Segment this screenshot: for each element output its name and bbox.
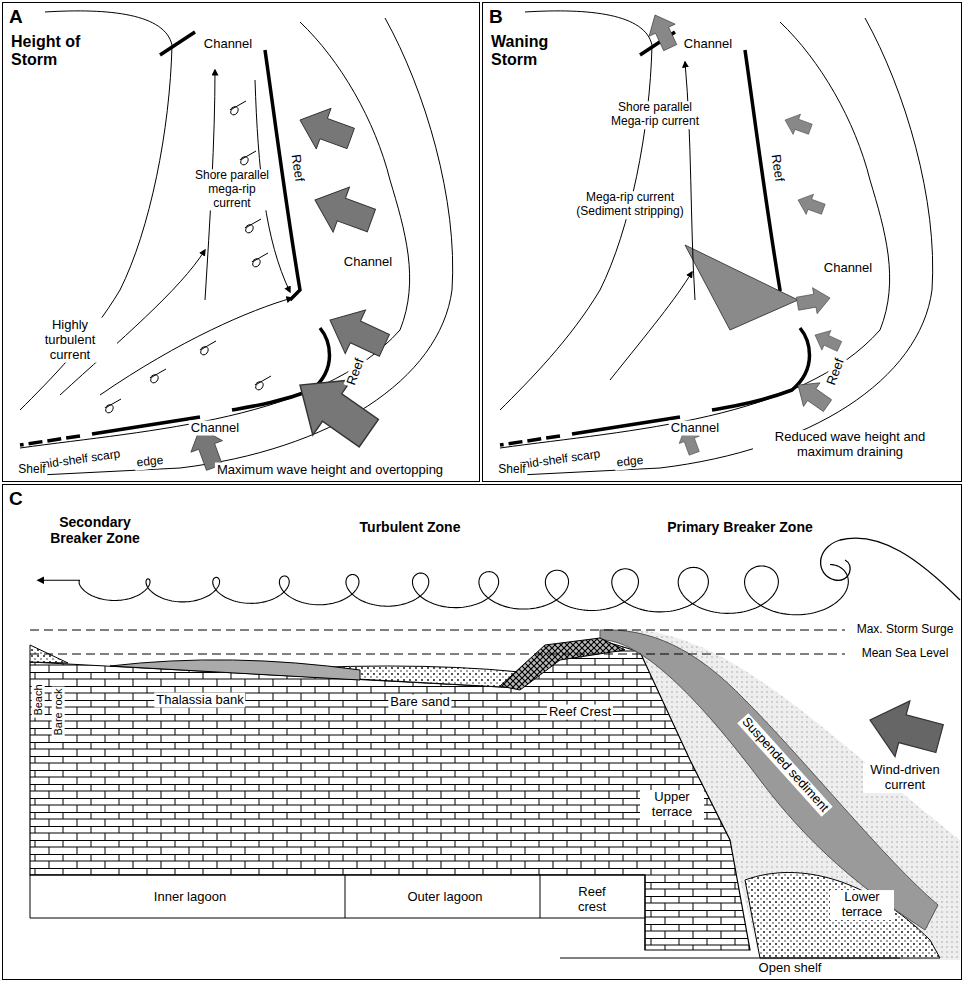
part-label: Turbulent Zone: [358, 519, 463, 535]
part-label: Max. Storm Surge: [855, 623, 956, 637]
part-label: Secondary Breaker Zone: [38, 514, 152, 546]
panel-a-map: [20, 11, 453, 476]
part-label: Reef: [287, 151, 306, 184]
part-label: Mean Sea Level: [860, 647, 951, 661]
part-label: Channel: [822, 261, 874, 276]
part-label: Reef crest: [565, 885, 619, 915]
panel-title: Height of Storm: [11, 33, 83, 70]
part-label: Highly turbulent current: [23, 318, 117, 363]
part-label: Bare rock: [52, 686, 65, 737]
part-label: Reef: [824, 355, 849, 390]
part-label: Suspended sediment: [737, 713, 833, 817]
part-label: Maximum wave height and overtopping: [215, 463, 445, 478]
part-label: Reef Crest: [547, 705, 613, 720]
panel-letter: A: [9, 6, 23, 28]
wave-loops: [38, 565, 848, 615]
part-label: Open shelf: [757, 961, 824, 976]
part-label: Wind-driven current: [863, 763, 947, 793]
part-label: mid-shelf scarp: [517, 447, 603, 473]
panel-c-section: [30, 538, 960, 960]
part-label: Reef: [344, 355, 369, 390]
panel-letter: B: [489, 6, 503, 28]
part-label: Mega-rip current (Sediment stripping): [572, 191, 688, 219]
part-label: Primary Breaker Zone: [665, 519, 815, 535]
panel-frame: C: [2, 484, 962, 980]
part-label: Channel: [202, 37, 254, 52]
panel-title: Waning Storm: [491, 33, 563, 70]
part-label: Channel: [342, 255, 394, 270]
part-label: Channel: [682, 37, 734, 52]
panel-frame: A Height of Storm: [2, 2, 480, 482]
part-label: Shore parallel Mega-rip current: [603, 101, 707, 129]
part-label: edge: [614, 454, 646, 471]
part-label: Reef: [767, 151, 786, 184]
part-label: Shelf: [16, 463, 47, 477]
part-label: Channel: [669, 421, 721, 436]
panel-frame: B Waning Storm: [482, 2, 962, 482]
part-label: Inner lagoon: [152, 890, 228, 905]
part-label: Thalassia bank: [154, 693, 245, 708]
part-label: Bare sand: [388, 695, 451, 710]
part-label: mid-shelf scarp: [37, 447, 123, 473]
part-label: Reduced wave height and maximum draining: [753, 430, 947, 460]
part-label: Upper terrace: [640, 790, 704, 820]
part-label: Beach: [32, 682, 45, 717]
part-label: Shore parallel mega-rip current: [188, 169, 276, 210]
part-label: Channel: [189, 421, 241, 436]
part-label: Shelf: [496, 463, 527, 477]
part-label: Lower terrace: [830, 890, 894, 920]
panel-b-map: [500, 9, 933, 476]
part-label: Outer lagoon: [405, 890, 484, 905]
part-label: edge: [134, 454, 166, 471]
panel-letter: C: [9, 488, 23, 510]
